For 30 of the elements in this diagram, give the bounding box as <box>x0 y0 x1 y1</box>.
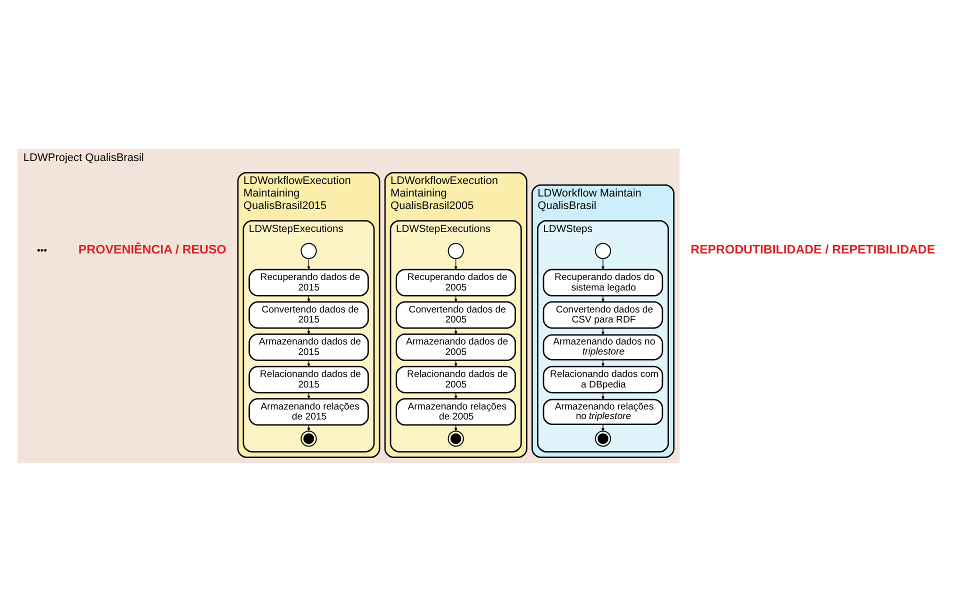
label: REPRODUTIBILIDADE / REPETIBILIDADE <box>690 242 935 256</box>
arrow <box>601 392 604 400</box>
node-box: Armazenando dados de 2015 <box>248 333 368 360</box>
node-box: Convertendo dados de CSV para RDF <box>542 300 663 328</box>
node-box: Relacionando dados de 2005 <box>395 365 516 393</box>
node-target <box>594 430 611 446</box>
node-box: Relacionando dados com a DBpedia <box>542 365 663 393</box>
arrow <box>601 294 604 302</box>
label: ••• <box>36 245 47 256</box>
node-box: Convertendo dados de 2005 <box>395 300 516 328</box>
node-box: Armazenando dados no triplestore <box>542 334 663 360</box>
arrow <box>601 258 604 270</box>
arrow <box>601 327 604 336</box>
node-box: Recuperando dados de 2015 <box>248 268 368 296</box>
node-box: Armazenando dados de 2005 <box>395 333 516 360</box>
node-box: Armazenando relações no triplestore <box>542 398 663 424</box>
node-target <box>447 430 464 446</box>
node-circle <box>447 242 464 259</box>
label: PROVENIÊNCIA / REUSO <box>78 242 226 256</box>
node-box: Relacionando dados de 2015 <box>248 365 368 393</box>
node-box: Armazenando relações de 2015 <box>248 398 368 426</box>
node-box: Convertendo dados de 2015 <box>248 300 368 328</box>
node-box: Recuperando dados do sistema legado <box>542 268 663 296</box>
node-box: Armazenando relações de 2005 <box>395 398 516 426</box>
node-target <box>300 430 316 446</box>
node-circle <box>300 242 316 259</box>
arrow <box>601 424 604 432</box>
node-circle <box>594 242 611 259</box>
arrow <box>601 358 604 367</box>
node-box: Recuperando dados de 2005 <box>395 268 516 296</box>
